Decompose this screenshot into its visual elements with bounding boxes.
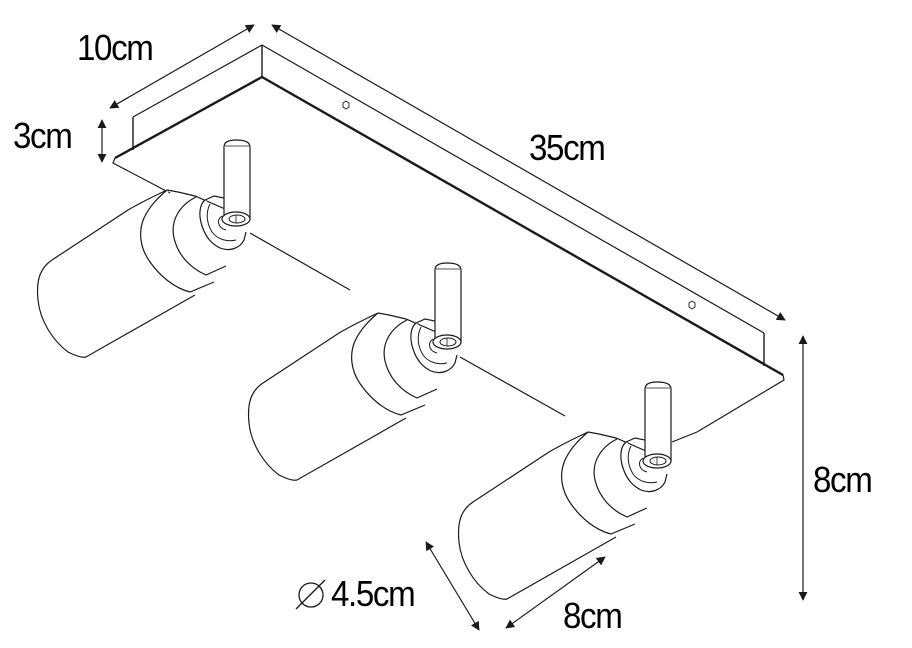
- dim-line-spot-length: [505, 556, 606, 629]
- dim-line-depth: [109, 24, 255, 109]
- dimension-lines: [97, 24, 808, 631]
- screw-icon: [688, 300, 696, 310]
- label-spot-diameter: 4.5cm: [331, 573, 416, 614]
- label-spot-length: 8cm: [563, 595, 623, 636]
- spotlight-3: [457, 381, 672, 600]
- dim-line-length: [271, 24, 786, 321]
- screw-icon: [342, 100, 350, 110]
- label-plate-depth: 10cm: [77, 27, 154, 68]
- label-plate-height: 3cm: [13, 115, 73, 156]
- label-spot-diameter-group: 4.5cm: [295, 576, 422, 612]
- spotlight-1: [36, 139, 251, 358]
- label-plate-length: 35cm: [529, 127, 606, 168]
- dim-line-diameter: [425, 541, 480, 631]
- spotlight-2: [247, 262, 462, 481]
- diameter-icon: [295, 579, 326, 610]
- label-total-height: 8cm: [813, 459, 873, 500]
